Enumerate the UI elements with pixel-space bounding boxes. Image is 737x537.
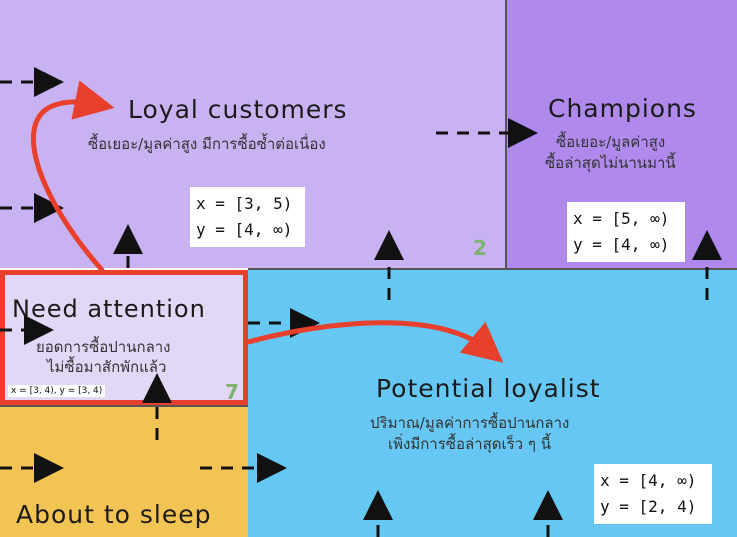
potential-loyalist-range: x = [4, ∞) y = [2, 4) (594, 464, 712, 524)
champions-subtitle-line1: ซื้อเยอะ/มูลค่าสูง (556, 133, 666, 151)
red-arrow-to-potential (245, 320, 504, 363)
need-attention-range: x = [3, 4), y = [3, 4) (8, 385, 106, 397)
potential-loyalist-subtitle-line1: ปริมาณ/มูลค่าการซื้อปานกลาง (370, 414, 570, 432)
need-attention-segment-number: 7 (225, 380, 239, 404)
loyal-customers-range: x = [3, 5) y = [4, ∞) (190, 187, 305, 247)
champions-y-range: y = [4, ∞) (573, 235, 670, 254)
loyal-x-range: x = [3, 5) (196, 194, 293, 213)
champions-subtitle-line2: ซื้อล่าสุดไม่นานมานี้ (545, 154, 676, 172)
champions-range: x = [5, ∞) y = [4, ∞) (567, 202, 685, 262)
loyal-y-range: y = [4, ∞) (196, 220, 293, 239)
loyal-customers-title: Loyal customers (128, 95, 348, 124)
potential-loyalist-subtitle-line2: เพิ่งมีการซื้อล่าสุดเร็ว ๆ นี้ (388, 435, 551, 453)
potential-loyalist-title: Potential loyalist (376, 374, 601, 403)
need-attention-title: Need attention (12, 295, 206, 323)
potential-y-range: y = [2, 4) (600, 497, 697, 516)
champions-x-range: x = [5, ∞) (573, 209, 670, 228)
need-attention-subtitle-line1: ยอดการซื้อปานกลาง (36, 338, 171, 356)
need-attention-subtitle-line2: ไม่ซื้อมาสักพักแล้ว (47, 358, 167, 376)
loyal-customers-subtitle: ซื้อเยอะ/มูลค่าสูง มีการซื้อซ้ำต่อเนื่อง (88, 135, 326, 153)
red-arrow-to-loyal (30, 80, 115, 273)
about-to-sleep-title: About to sleep (16, 500, 212, 529)
potential-x-range: x = [4, ∞) (600, 471, 697, 490)
champions-title: Champions (548, 94, 697, 123)
loyal-segment-number: 2 (473, 236, 487, 260)
